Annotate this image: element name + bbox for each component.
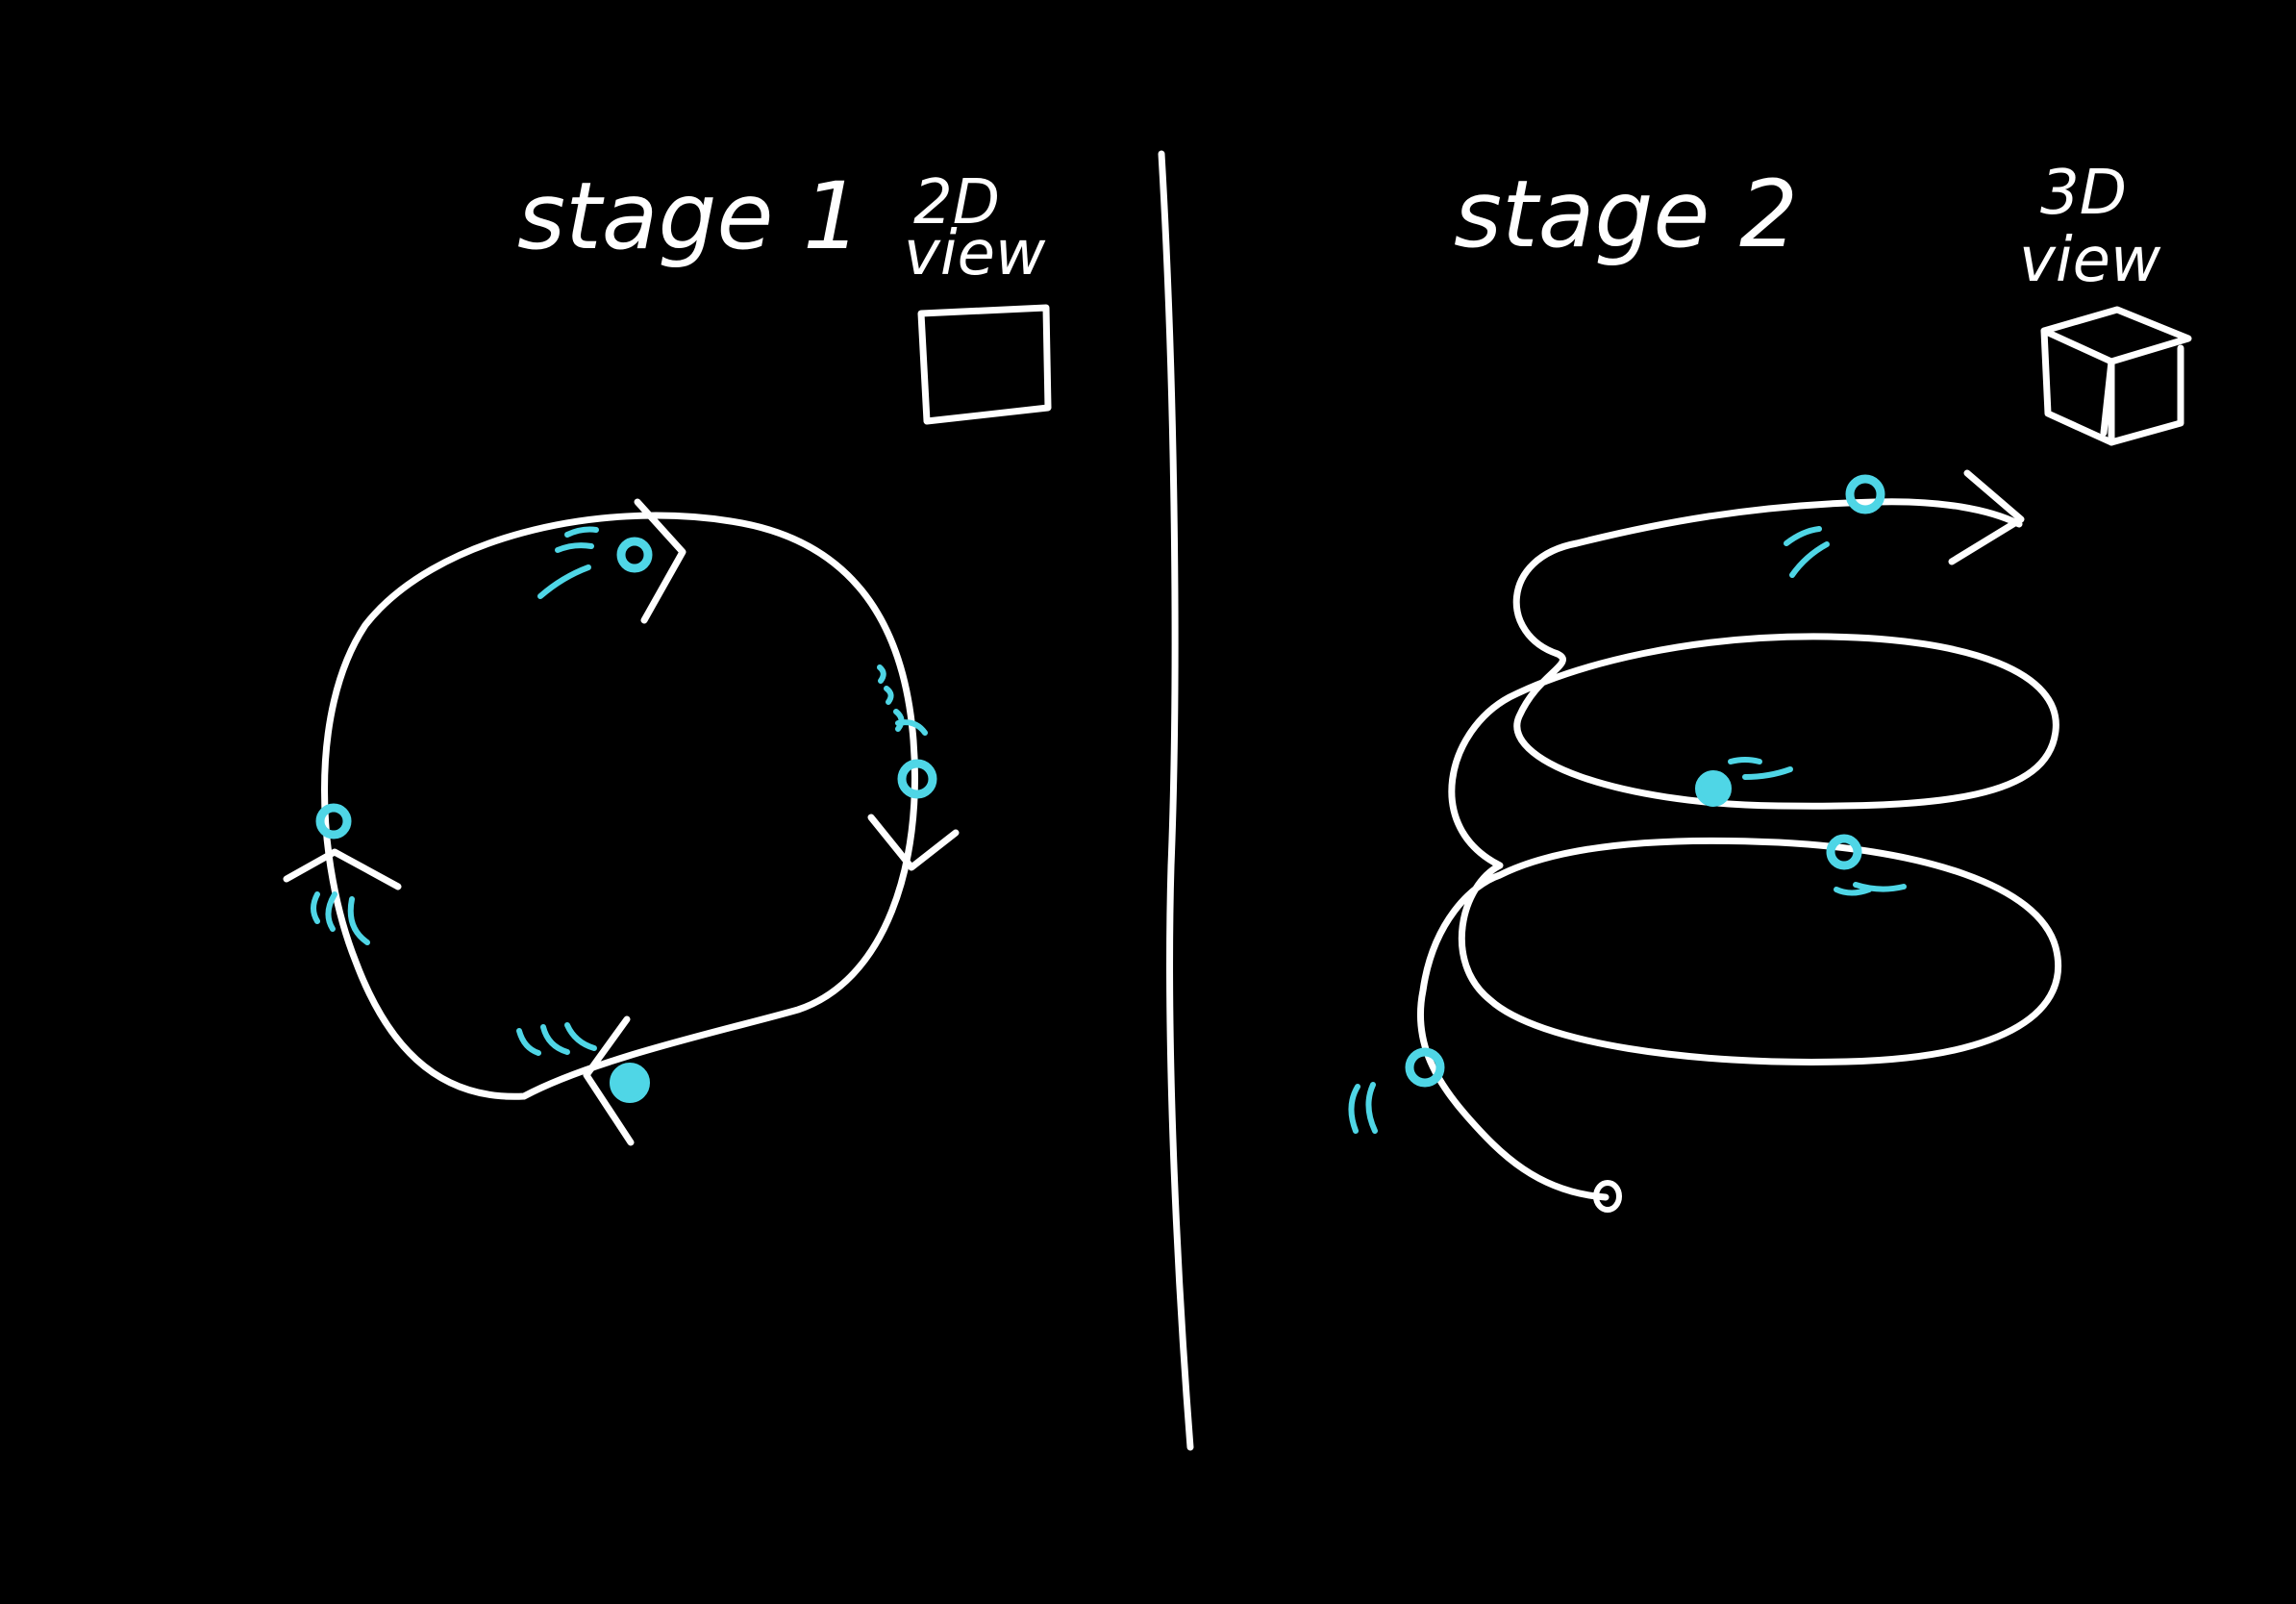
- arrow-right-icon: [867, 814, 960, 871]
- helix-particle-mid-1: [1695, 757, 1793, 807]
- helix-particle-bottom: [1348, 1047, 1445, 1134]
- square-icon: [917, 304, 1052, 425]
- arrow-left-icon: [283, 848, 402, 890]
- helix-spiral: [1416, 498, 2062, 1201]
- view-3d-label-top: 3D: [2040, 158, 2127, 229]
- cube-icon: [2040, 306, 2192, 446]
- helix-particle-top: [1784, 474, 1885, 578]
- orbit-circle: [321, 512, 918, 1100]
- particle-left: [311, 803, 370, 945]
- left-panel: stage 1 2D view: [283, 163, 1052, 1146]
- helix-arrow-icon: [1948, 469, 2025, 565]
- right-panel: stage 2 3D view: [1348, 158, 2192, 1213]
- view-2d-label-top: 2D: [913, 167, 1000, 238]
- particle-top: [537, 526, 653, 599]
- arrow-top-icon: [634, 498, 686, 624]
- start-point: [1593, 1180, 1622, 1213]
- view-3d-label-bottom: view: [2019, 225, 2161, 296]
- stage-2-title: stage 2: [1454, 161, 1798, 268]
- particle-bottom: [516, 1022, 650, 1103]
- helix-particle-mid-2: [1826, 834, 1907, 896]
- panel-divider: [1158, 150, 1194, 1451]
- stage-1-title: stage 1: [517, 163, 861, 270]
- arrow-bottom-icon: [583, 1015, 635, 1146]
- particle-right: [877, 664, 937, 799]
- view-2d-label-bottom: view: [904, 218, 1046, 289]
